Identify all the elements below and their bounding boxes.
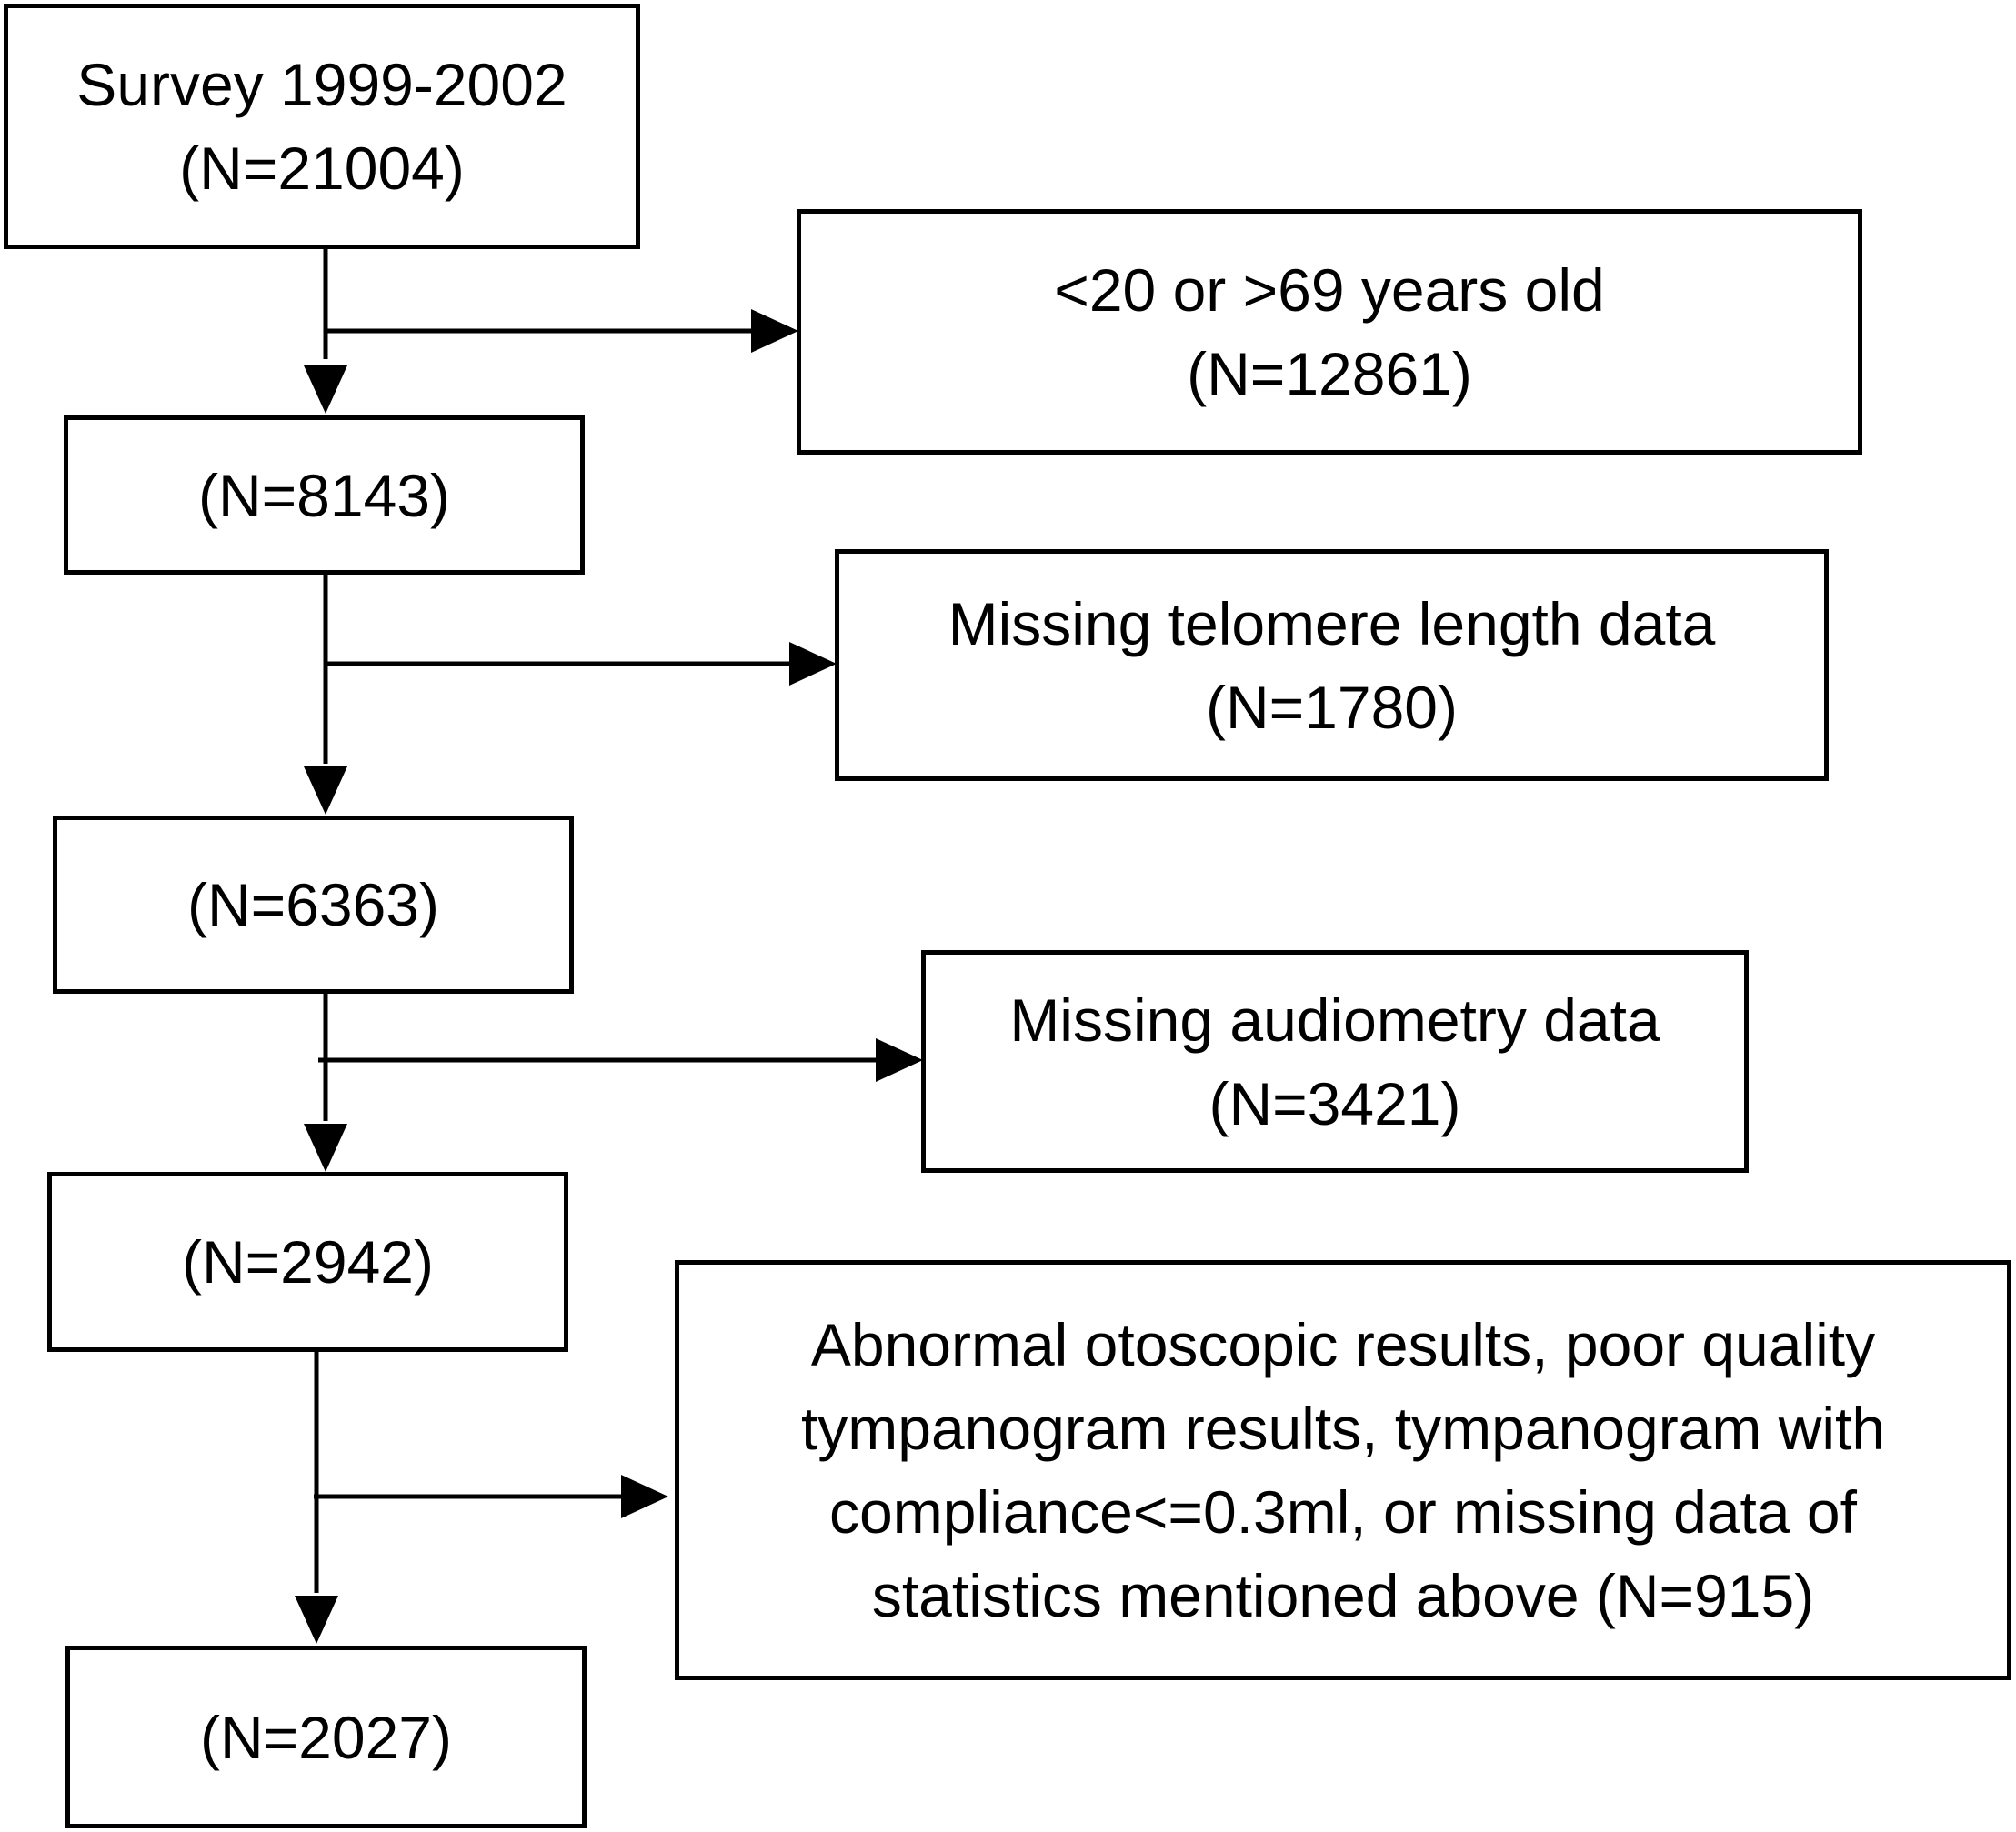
final-box: (N=2027)	[65, 1646, 587, 1828]
survey-box-text: Survey 1999-2002 (N=21004)	[76, 43, 567, 210]
exclusion-audiometry-text: Missing audiometry data (N=3421)	[1009, 978, 1660, 1146]
exclusion-age-count: (N=12861)	[1187, 340, 1472, 407]
exclusion-otoscopic-text: Abnormal otoscopic results, poor quality…	[801, 1303, 1885, 1637]
exclusion-audiometry-count: (N=3421)	[1209, 1069, 1461, 1137]
exclusion-audiometry-box: Missing audiometry data (N=3421)	[921, 950, 1749, 1173]
arrowhead-step1	[304, 365, 347, 414]
exclusion-telomere-label: Missing telomere length data	[948, 589, 1716, 657]
exclusion-otoscopic-line-4: statistics mentioned above (N=915)	[871, 1562, 1815, 1629]
survey-count: (N=21004)	[179, 135, 465, 202]
arrowhead-audiometry	[876, 1038, 923, 1082]
arrowhead-age	[751, 309, 798, 353]
exclusion-telomere-text: Missing telomere length data (N=1780)	[948, 582, 1716, 749]
exclusion-telomere-count: (N=1780)	[1205, 673, 1458, 741]
arrowhead-final	[295, 1596, 338, 1644]
exclusion-age-box: <20 or >69 years old (N=12861)	[797, 209, 1862, 455]
survey-title: Survey 1999-2002	[76, 51, 567, 118]
arrowhead-otoscopic	[621, 1475, 668, 1518]
step3-box: (N=2942)	[47, 1172, 568, 1352]
exclusion-age-text: <20 or >69 years old (N=12861)	[1054, 248, 1604, 415]
exclusion-telomere-box: Missing telomere length data (N=1780)	[835, 549, 1829, 781]
exclusion-otoscopic-box: Abnormal otoscopic results, poor quality…	[675, 1260, 2011, 1680]
arrowhead-telomere	[789, 642, 837, 686]
step2-box: (N=6363)	[53, 816, 574, 994]
exclusion-otoscopic-line-2: tympanogram results, tympanogram with	[800, 1395, 1886, 1462]
exclusion-age-label: <20 or >69 years old	[1054, 256, 1605, 324]
step2-count: (N=6363)	[187, 871, 439, 938]
survey-box: Survey 1999-2002 (N=21004)	[4, 4, 640, 249]
arrowhead-step3	[304, 1124, 347, 1172]
step3-count: (N=2942)	[182, 1228, 434, 1296]
exclusion-audiometry-label: Missing audiometry data	[1009, 986, 1660, 1054]
step1-count: (N=8143)	[198, 461, 450, 529]
final-count: (N=2027)	[200, 1703, 452, 1771]
exclusion-otoscopic-line-1: Abnormal otoscopic results, poor quality	[810, 1311, 1876, 1378]
exclusion-otoscopic-line-3: compliance<=0.3ml, or missing data of	[829, 1478, 1857, 1546]
step1-box: (N=8143)	[64, 415, 585, 575]
arrowhead-step2	[304, 766, 347, 815]
